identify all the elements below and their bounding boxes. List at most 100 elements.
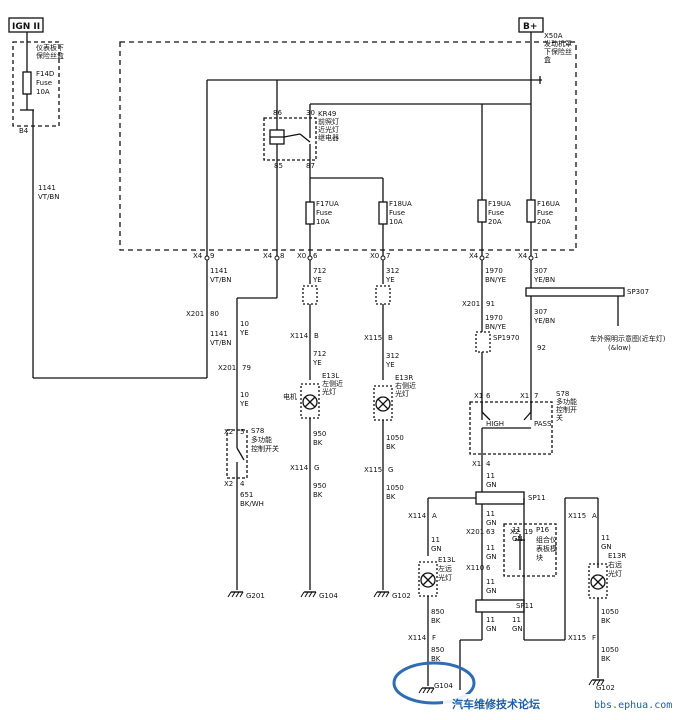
svg-text:1141: 1141 — [210, 330, 228, 338]
svg-text:312: 312 — [386, 352, 399, 360]
svg-text:Fuse: Fuse — [389, 209, 405, 217]
highlight-circle — [392, 661, 476, 705]
svg-text:X1: X1 — [472, 460, 481, 468]
svg-text:前照灯: 前照灯 — [318, 117, 339, 126]
b4-label: B4 — [19, 127, 29, 135]
svg-text:BN/YE: BN/YE — [485, 323, 506, 331]
svg-text:G102: G102 — [392, 592, 411, 600]
svg-text:左远: 左远 — [438, 564, 452, 573]
svg-text:E13L: E13L — [322, 372, 339, 380]
svg-text:X4: X4 — [518, 252, 528, 260]
svg-text:X2: X2 — [510, 528, 519, 536]
e13l-far-lamp-icon — [420, 572, 436, 588]
left-fuse-box — [12, 41, 60, 127]
svg-text:光灯: 光灯 — [322, 387, 336, 396]
svg-text:盒: 盒 — [544, 55, 551, 64]
svg-text:X0: X0 — [297, 252, 306, 260]
f14d-fuse-icon — [22, 71, 32, 95]
svg-text:G201: G201 — [246, 592, 265, 600]
svg-text:BK: BK — [313, 491, 323, 499]
svg-text:X115: X115 — [364, 466, 382, 474]
svg-text:F: F — [592, 634, 596, 642]
svg-text:10A: 10A — [389, 218, 403, 226]
svg-text:右侧近: 右侧近 — [395, 381, 416, 390]
svg-text:右远: 右远 — [608, 560, 622, 569]
svg-text:BK: BK — [431, 617, 441, 625]
svg-text:YE: YE — [239, 400, 249, 408]
svg-text:7: 7 — [534, 392, 538, 400]
svg-text:光灯: 光灯 — [395, 389, 409, 398]
svg-text:控制开关: 控制开关 — [251, 444, 279, 453]
svg-text:X4: X4 — [469, 252, 479, 260]
svg-text:950: 950 — [313, 482, 326, 490]
svg-text:F19UA: F19UA — [488, 200, 511, 208]
svg-text:1: 1 — [534, 252, 538, 260]
svg-text:BK: BK — [386, 493, 396, 501]
svg-text:PASS: PASS — [534, 420, 552, 428]
svg-text:多功能: 多功能 — [251, 435, 272, 444]
svg-text:下保险丝: 下保险丝 — [544, 47, 572, 56]
svg-text:车外照明示意图(近车灯): 车外照明示意图(近车灯) — [590, 334, 666, 343]
svg-text:X2: X2 — [224, 428, 233, 436]
watermark-text: 汽车维修技术论坛 — [452, 697, 540, 711]
svg-text:GN: GN — [512, 625, 523, 633]
f14d-label: F14D Fuse 10A — [36, 70, 54, 96]
svg-text:11: 11 — [486, 578, 495, 586]
svg-text:S78: S78 — [251, 427, 264, 435]
svg-text:S78: S78 — [556, 390, 569, 398]
svg-text:Fuse: Fuse — [316, 209, 332, 217]
pin-87-label: 87 — [306, 162, 315, 170]
svg-text:X114: X114 — [408, 512, 427, 520]
svg-text:B: B — [314, 332, 319, 340]
x50a-fuse-box — [119, 41, 577, 251]
f19ua-fuse-icon — [477, 199, 487, 223]
svg-text:11: 11 — [512, 526, 521, 534]
svg-text:11: 11 — [486, 472, 495, 480]
svg-text:950: 950 — [313, 430, 326, 438]
x50a-label: X50A 发动机罩 下保险丝 盒 — [544, 32, 572, 64]
svg-text:X115: X115 — [568, 634, 586, 642]
svg-text:4: 4 — [240, 480, 245, 488]
connector-312-icon — [375, 285, 391, 305]
x114-x115-b-labels: X114 B X115 B 712 YE 312 YE — [290, 332, 399, 369]
svg-text:近光灯: 近光灯 — [318, 125, 339, 134]
svg-text:10: 10 — [240, 391, 249, 399]
sp11-top-label: SP11 — [528, 494, 546, 502]
sp1970-label: SP1970 — [493, 334, 519, 342]
svg-text:6: 6 — [486, 564, 491, 572]
svg-text:关: 关 — [556, 413, 563, 422]
e13l-low-lamp-icon — [302, 394, 318, 410]
svg-text:X4: X4 — [263, 252, 273, 260]
left-box-label: 仪表板下 保险丝盒 — [36, 43, 64, 60]
svg-text:651: 651 — [240, 491, 253, 499]
e13r-low-label: E13R 右侧近 光灯 — [395, 374, 416, 398]
far-beam-ground-wires: 850 BK 1050 BK X114 F X115 F 850 BK 1050… — [408, 608, 619, 663]
svg-text:VT/BN: VT/BN — [210, 339, 231, 347]
sp307-label: SP307 — [627, 288, 649, 296]
svg-text:712: 712 — [313, 267, 326, 275]
svg-text:F: F — [432, 634, 436, 642]
sp1970-connector-icon — [475, 331, 491, 353]
svg-text:HIGH: HIGH — [486, 420, 504, 428]
svg-text:10A: 10A — [36, 88, 50, 96]
svg-text:GN: GN — [601, 543, 612, 551]
svg-text:712: 712 — [313, 350, 326, 358]
svg-text:F14D: F14D — [36, 70, 54, 78]
svg-text:9: 9 — [210, 252, 214, 260]
lamp-note-label: 车外照明示意图(近车灯) (&low) — [590, 334, 666, 352]
f17ua-label: F17UA Fuse 10A — [316, 200, 339, 226]
svg-text:11: 11 — [512, 616, 521, 624]
s78-right-label: S78 多功能 控制开 关 X1 6 X1 7 HIGH PASS X1 4 1… — [472, 390, 577, 489]
svg-text:X50A: X50A — [544, 32, 563, 40]
svg-text:X201: X201 — [218, 364, 236, 372]
watermark-backdrop — [443, 694, 689, 712]
svg-text:19: 19 — [524, 528, 533, 536]
svg-text:10A: 10A — [316, 218, 330, 226]
bplus-label: B+ — [523, 22, 537, 32]
svg-text:YE: YE — [312, 276, 322, 284]
wire-labels-mid: 10 YE 1141 VT/BN 1970 BN/YE 307 YE/BN — [210, 308, 555, 347]
svg-text:11: 11 — [486, 616, 495, 624]
svg-text:YE: YE — [385, 276, 395, 284]
pin-85-label: 85 — [274, 162, 283, 170]
